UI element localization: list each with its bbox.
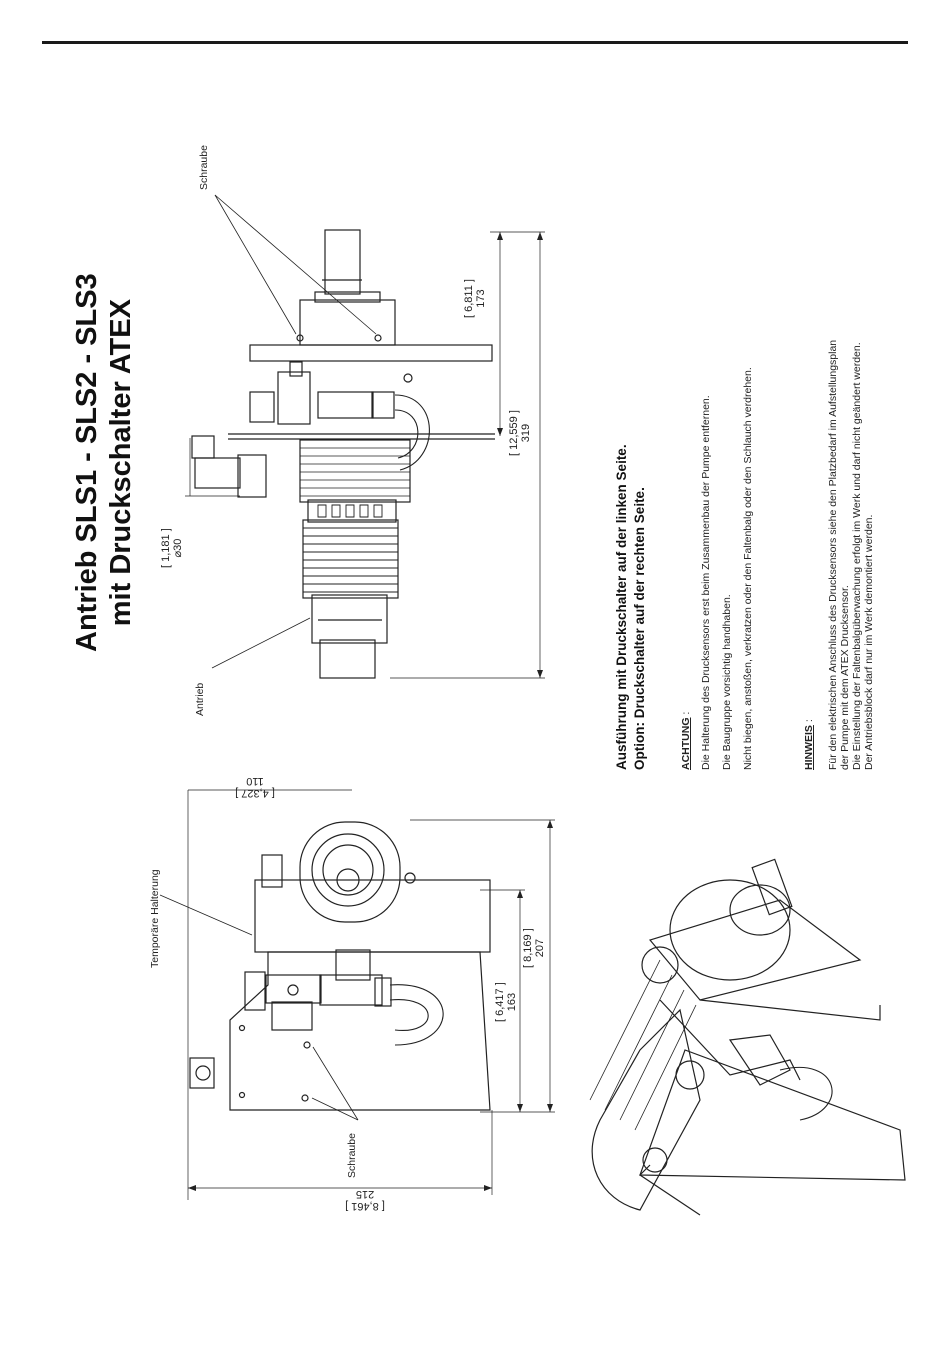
dim-width-110-inch: [ 4,327 ] bbox=[235, 787, 275, 799]
hinweis-block: HINWEIS : Für den elektrischen Anschluss… bbox=[803, 340, 875, 770]
achtung-sep: : bbox=[680, 711, 692, 718]
isometric-view-drawing bbox=[589, 858, 906, 1216]
hinweis-sep: : bbox=[803, 719, 815, 726]
section-heading-1: Ausführung mit Druckschalter auf der lin… bbox=[614, 444, 629, 770]
hinweis-heading: HINWEIS : bbox=[803, 340, 815, 770]
dim-length-319-inch: [ 12,559 ] bbox=[508, 410, 520, 456]
dim-diameter: [ 1,181 ] ⌀30 bbox=[160, 528, 184, 568]
page-title: Antrieb SLS1 - SLS2 - SLS3 mit Druckscha… bbox=[70, 273, 138, 652]
dim-diameter-mm: ⌀30 bbox=[172, 538, 184, 558]
achtung-line-2: Die Baugruppe vorsichtig handhaben. bbox=[721, 594, 733, 770]
dim-height-207-mm: 207 bbox=[534, 938, 546, 958]
achtung-block: ACHTUNG : Die Halterung des Drucksensors… bbox=[680, 367, 754, 770]
section-heading-2: Option: Druckschalter auf der rechten Se… bbox=[632, 487, 647, 770]
hinweis-line-1: Für den elektrischen Anschluss des Druck… bbox=[827, 339, 839, 770]
title-line-1: Antrieb SLS1 - SLS2 - SLS3 bbox=[71, 273, 103, 652]
front-view-drawing bbox=[159, 789, 555, 1200]
achtung-line-1: Die Halterung des Drucksensors erst beim… bbox=[700, 395, 712, 770]
top-rule bbox=[42, 41, 908, 44]
title-line-2: mit Druckschalter ATEX bbox=[105, 299, 137, 627]
dim-diameter-inch: [ 1,181 ] bbox=[160, 528, 172, 568]
label-schraube-top: Schraube bbox=[198, 145, 210, 190]
dim-height-207: [ 8,169 ] 207 bbox=[522, 928, 546, 968]
side-view-drawing bbox=[185, 194, 545, 679]
dim-height-163: [ 6,417 ] 163 bbox=[494, 982, 518, 1022]
label-temporaere-halterung: Temporäre Halterung bbox=[149, 869, 161, 968]
dim-width-110: [ 4,327 ] 110 bbox=[220, 775, 290, 799]
achtung-label: ACHTUNG bbox=[680, 717, 692, 771]
hinweis-line-3: Die Einstellung der Faltenbalgüberwachun… bbox=[851, 342, 863, 770]
hinweis-line-4: Der Antriebsblock darf nur im Werk demon… bbox=[863, 514, 875, 770]
dim-height-163-inch: [ 6,417 ] bbox=[494, 982, 506, 1022]
dim-length-319: [ 12,559 ] 319 bbox=[508, 410, 532, 456]
dim-length-173: [ 6,811 ] 173 bbox=[463, 279, 487, 318]
dim-height-163-mm: 163 bbox=[506, 992, 518, 1012]
hinweis-label: HINWEIS bbox=[803, 725, 815, 770]
description-section: Ausführung mit Druckschalter auf der lin… bbox=[613, 444, 649, 770]
dim-total-215-inch: [ 8,461 ] bbox=[345, 1200, 385, 1212]
dim-length-173-mm: 173 bbox=[475, 289, 487, 308]
hinweis-line-2: der Pumpe mit dem ATEX Drucksensor. bbox=[839, 585, 851, 770]
achtung-line-3: Nicht biegen, anstoßen, verkratzen oder … bbox=[742, 367, 754, 770]
dim-height-207-inch: [ 8,169 ] bbox=[522, 928, 534, 968]
label-antrieb: Antrieb bbox=[194, 682, 206, 716]
dim-length-173-inch: [ 6,811 ] bbox=[463, 279, 475, 318]
achtung-heading: ACHTUNG : bbox=[680, 367, 692, 770]
label-schraube-bottom: Schraube bbox=[346, 1133, 358, 1178]
dim-length-319-mm: 319 bbox=[520, 423, 532, 443]
dim-total-215: [ 8,461 ] 215 bbox=[330, 1188, 400, 1212]
dim-total-215-mm: 215 bbox=[355, 1188, 375, 1200]
dim-width-110-mm: 110 bbox=[246, 775, 264, 787]
